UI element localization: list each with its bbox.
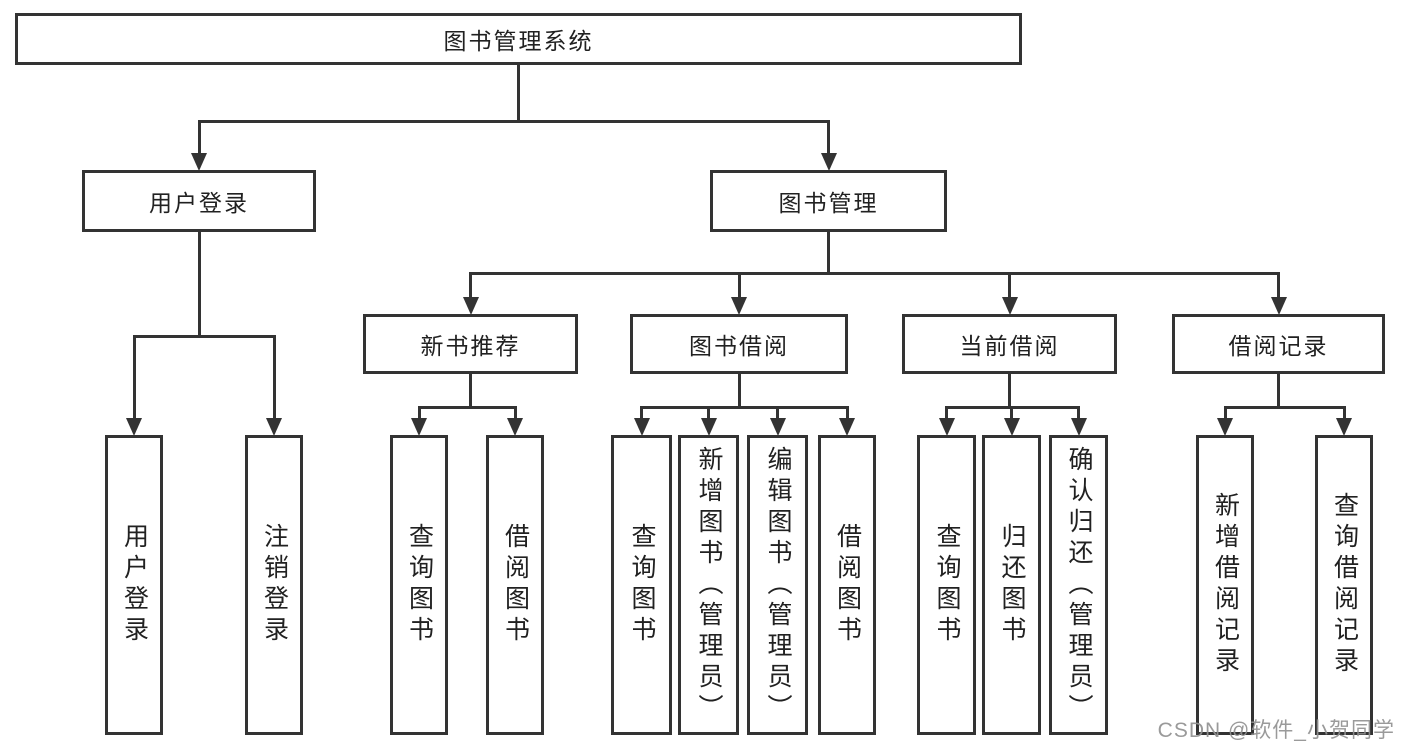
node-label-leaf-logout: 注销登录 — [260, 523, 289, 647]
arrow-down-icon — [1336, 418, 1352, 436]
connector-line-vertical — [1010, 406, 1013, 420]
node-label-leaf-return-book: 归还图书 — [998, 523, 1026, 647]
connector-line-vertical — [1277, 374, 1280, 409]
arrow-down-icon — [1070, 418, 1087, 436]
connector-line-vertical — [1077, 406, 1080, 420]
connector-line-vertical — [197, 232, 201, 338]
connector-line-vertical — [272, 335, 276, 420]
connector-line-vertical — [1223, 406, 1227, 420]
arrow-down-icon — [1270, 297, 1287, 315]
arrow-down-icon — [820, 153, 837, 171]
node-root: 图书管理系统 — [15, 13, 1022, 65]
connector-line-horizontal — [1223, 406, 1346, 409]
node-leaf-query-book-2: 查询图书 — [611, 435, 672, 735]
connector-line-vertical — [1008, 272, 1011, 299]
arrow-down-icon — [938, 418, 955, 436]
connector-line-vertical — [517, 65, 520, 123]
node-book-borrow: 图书借阅 — [630, 314, 848, 374]
connector-line-vertical — [1342, 406, 1346, 420]
arrow-down-icon — [411, 418, 427, 436]
connector-line-vertical — [469, 374, 472, 409]
connector-line-vertical — [827, 232, 830, 275]
connector-line-vertical — [945, 406, 948, 420]
node-leaf-borrow-book-2: 借阅图书 — [818, 435, 876, 735]
node-leaf-edit-book: 编辑图书（管理员） — [747, 435, 808, 735]
node-leaf-logout: 注销登录 — [245, 435, 303, 735]
node-label-root: 图书管理系统 — [443, 28, 594, 54]
node-label-book-borrow: 图书借阅 — [689, 333, 789, 359]
connector-line-horizontal — [132, 335, 276, 338]
node-label-leaf-edit-book: 编辑图书（管理员） — [764, 445, 792, 725]
arrow-down-icon — [191, 153, 207, 171]
node-label-leaf-borrow-book-2: 借阅图书 — [833, 523, 862, 647]
connector-line-vertical — [417, 406, 421, 420]
arrow-down-icon — [769, 418, 786, 436]
connector-line-vertical — [1008, 374, 1011, 409]
node-borrow-records: 借阅记录 — [1172, 314, 1385, 374]
node-leaf-add-record: 新增借阅记录 — [1196, 435, 1254, 735]
connector-line-horizontal — [197, 120, 830, 123]
arrow-down-icon — [266, 418, 282, 436]
node-label-book-mgmt: 图书管理 — [778, 190, 879, 216]
connector-line-horizontal — [469, 272, 1280, 275]
arrow-down-icon — [507, 418, 523, 436]
node-user-login-group: 用户登录 — [82, 170, 316, 232]
arrow-down-icon — [126, 418, 142, 436]
connector-line-vertical — [827, 120, 830, 155]
arrow-down-icon — [462, 297, 479, 315]
arrow-down-icon — [1217, 418, 1233, 436]
connector-line-vertical — [776, 406, 779, 420]
arrow-down-icon — [1001, 297, 1018, 315]
node-leaf-query-book-3: 查询图书 — [917, 435, 976, 735]
connector-line-vertical — [469, 272, 472, 299]
connector-line-vertical — [197, 120, 201, 155]
connector-line-vertical — [737, 272, 741, 299]
node-label-leaf-borrow-book-1: 借阅图书 — [501, 523, 530, 647]
connector-line-vertical — [1277, 272, 1280, 299]
node-leaf-confirm-return: 确认归还（管理员） — [1049, 435, 1108, 735]
arrow-down-icon — [633, 418, 650, 436]
node-label-borrow-records: 借阅记录 — [1228, 333, 1329, 359]
connector-line-horizontal — [417, 406, 517, 409]
node-label-leaf-add-book: 新增图书（管理员） — [695, 445, 723, 725]
node-current-borrow: 当前借阅 — [902, 314, 1117, 374]
node-label-leaf-user-login: 用户登录 — [120, 523, 149, 647]
connector-line-vertical — [640, 406, 643, 420]
watermark-text: CSDN @软件_小贺同学 — [1157, 719, 1395, 742]
arrow-down-icon — [839, 418, 855, 436]
connector-line-vertical — [513, 406, 517, 420]
node-label-current-borrow: 当前借阅 — [959, 333, 1060, 359]
connector-line-vertical — [132, 335, 136, 420]
node-leaf-query-book-1: 查询图书 — [390, 435, 448, 735]
connector-line-vertical — [737, 374, 741, 409]
node-leaf-borrow-book-1: 借阅图书 — [486, 435, 544, 735]
arrow-down-icon — [700, 418, 717, 436]
node-label-leaf-query-book-3: 查询图书 — [933, 523, 961, 647]
arrow-down-icon — [1003, 418, 1020, 436]
node-label-leaf-confirm-return: 确认归还（管理员） — [1065, 445, 1093, 725]
node-label-leaf-query-book-1: 查询图书 — [405, 523, 434, 647]
connector-line-vertical — [707, 406, 710, 420]
node-label-leaf-query-book-2: 查询图书 — [628, 523, 656, 647]
node-label-user-login-group: 用户登录 — [149, 190, 249, 216]
node-label-leaf-query-record: 查询借阅记录 — [1330, 492, 1359, 678]
node-label-new-book-rec: 新书推荐 — [420, 333, 521, 359]
connector-line-horizontal — [640, 406, 849, 409]
node-leaf-return-book: 归还图书 — [982, 435, 1041, 735]
node-book-mgmt: 图书管理 — [710, 170, 947, 232]
arrow-down-icon — [731, 297, 747, 315]
node-leaf-user-login: 用户登录 — [105, 435, 163, 735]
node-leaf-query-record: 查询借阅记录 — [1315, 435, 1373, 735]
node-new-book-rec: 新书推荐 — [363, 314, 578, 374]
node-label-leaf-add-record: 新增借阅记录 — [1211, 492, 1240, 678]
connector-line-vertical — [845, 406, 849, 420]
node-leaf-add-book: 新增图书（管理员） — [678, 435, 739, 735]
